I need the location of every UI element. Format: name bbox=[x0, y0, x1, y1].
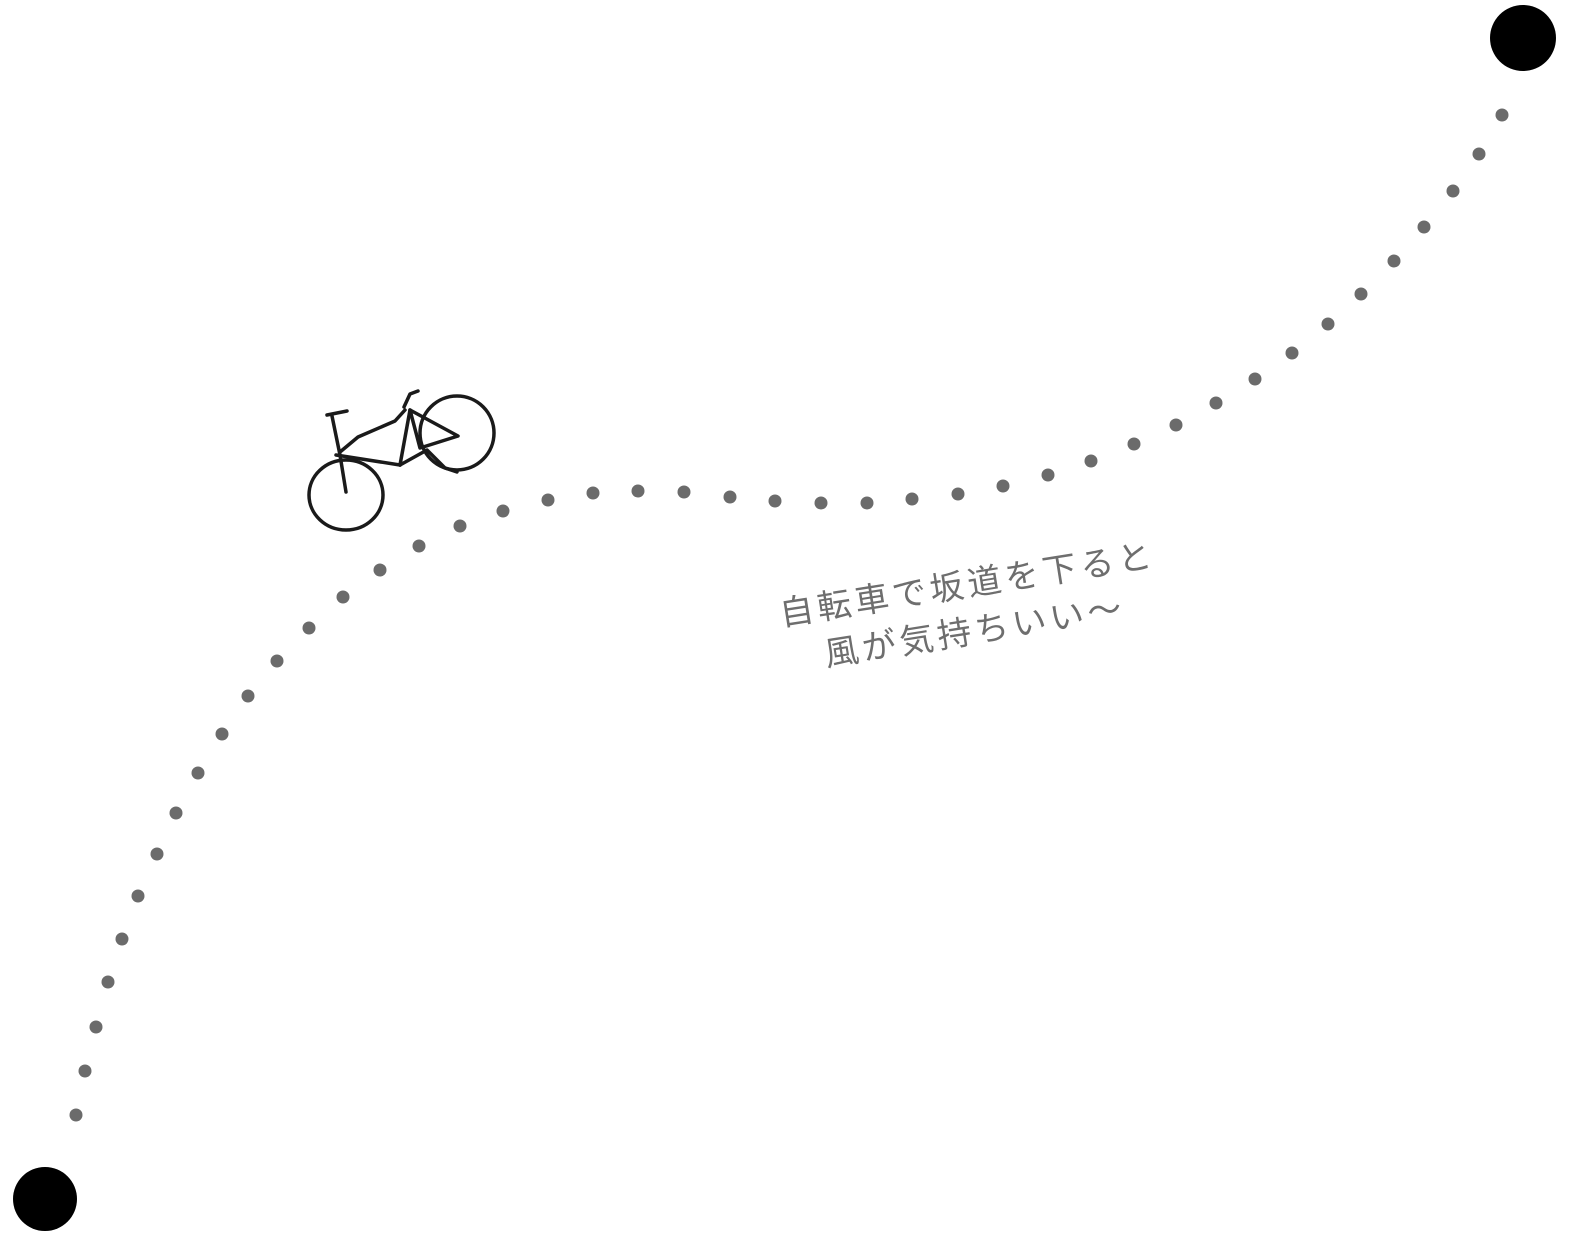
route-dot bbox=[496, 504, 510, 518]
route-dot bbox=[586, 486, 600, 500]
route-start-dot bbox=[13, 1167, 77, 1231]
route-dot bbox=[631, 484, 645, 498]
bicycle-icon bbox=[307, 389, 496, 532]
route-dot bbox=[131, 889, 145, 903]
route-dot bbox=[453, 519, 467, 533]
caption: 自転車で坂道を下ると 風が気持ちいい〜 bbox=[777, 536, 1159, 675]
route-dot bbox=[677, 485, 691, 499]
route-dot bbox=[1169, 418, 1183, 432]
route-dot bbox=[412, 539, 426, 553]
route-dot bbox=[723, 490, 737, 504]
route-dot bbox=[1209, 396, 1223, 410]
route-dot bbox=[169, 806, 183, 820]
route-end-dot bbox=[1490, 5, 1556, 71]
route-dot bbox=[150, 847, 164, 861]
route-dot bbox=[1084, 454, 1098, 468]
route-dot bbox=[101, 975, 115, 989]
route-dot bbox=[541, 493, 555, 507]
route-dot bbox=[373, 563, 387, 577]
route-dot bbox=[241, 689, 255, 703]
route-dot bbox=[1472, 147, 1486, 161]
route-dot bbox=[1354, 287, 1368, 301]
dotted-route bbox=[69, 108, 1509, 1122]
route-dot bbox=[89, 1020, 103, 1034]
route-dot bbox=[1321, 317, 1335, 331]
route-dot bbox=[270, 654, 284, 668]
route-dot bbox=[814, 496, 828, 510]
route-dot bbox=[302, 621, 316, 635]
route-dot bbox=[996, 479, 1010, 493]
route-dot bbox=[115, 932, 129, 946]
route-dot bbox=[1041, 468, 1055, 482]
route-dot bbox=[1387, 254, 1401, 268]
route-dot bbox=[1127, 437, 1141, 451]
route-dot bbox=[336, 590, 350, 604]
route-dot bbox=[69, 1108, 83, 1122]
route-dot bbox=[78, 1064, 92, 1078]
route-dot bbox=[1417, 220, 1431, 234]
route-dot bbox=[191, 766, 205, 780]
route-dot bbox=[905, 492, 919, 506]
route-dot bbox=[951, 487, 965, 501]
route-dot bbox=[1285, 346, 1299, 360]
route-dot bbox=[1495, 108, 1509, 122]
route-dot bbox=[215, 727, 229, 741]
route-dot bbox=[860, 496, 874, 510]
route-dot bbox=[768, 494, 782, 508]
route-dot bbox=[1248, 372, 1262, 386]
route-dot bbox=[1446, 184, 1460, 198]
